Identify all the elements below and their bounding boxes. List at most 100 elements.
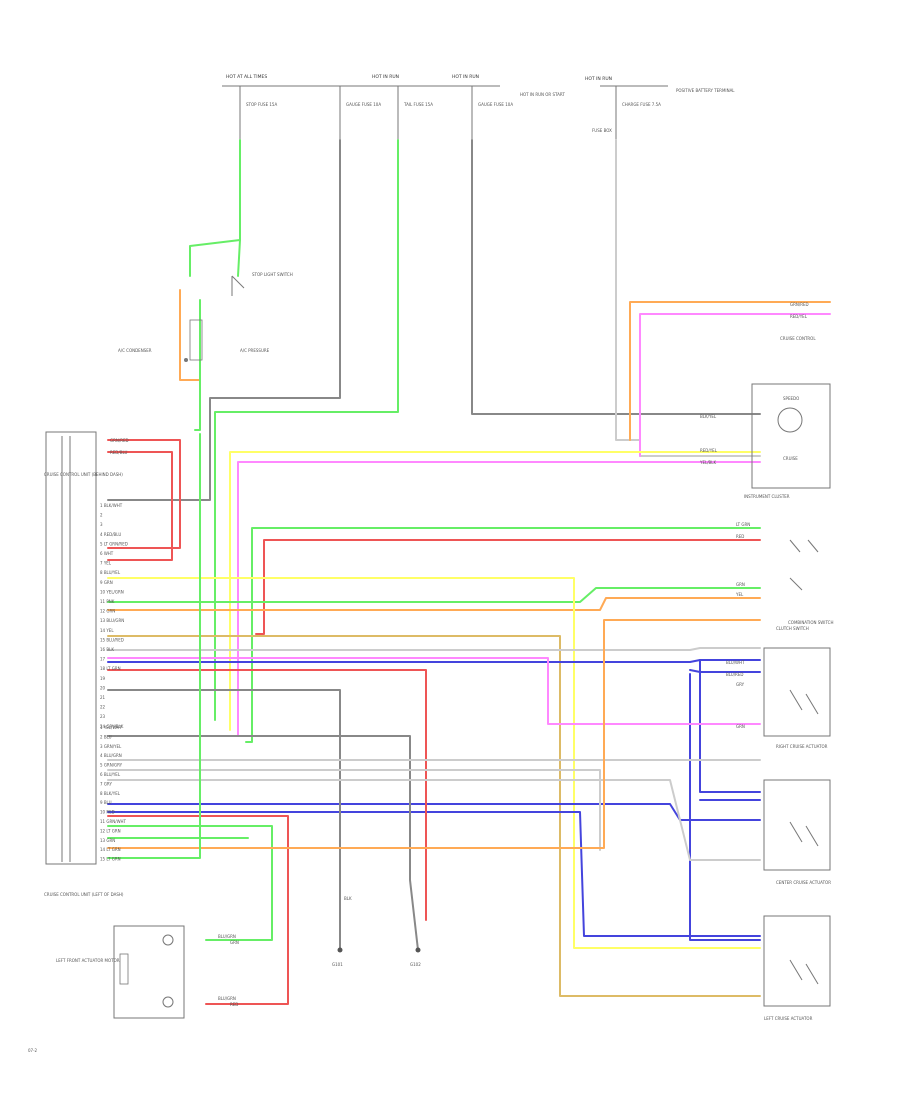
connector-pin: 14 LT GRN bbox=[100, 847, 121, 852]
cluster-label: INSTRUMENT CLUSTER bbox=[744, 494, 790, 499]
connector-pin: 12 GRN bbox=[100, 609, 115, 614]
main-unit-bottom-label: CRUISE CONTROL UNIT (LEFT OF DASH) bbox=[44, 892, 124, 897]
cluster-wire-2: RED/YEL bbox=[700, 448, 718, 453]
cruise-ctrl-label: CRUISE CONTROL bbox=[780, 336, 816, 341]
connector-pin: 8 BLK/YEL bbox=[100, 791, 121, 796]
connector-pin: 3 bbox=[100, 522, 103, 527]
combination-switch: LT GRN RED GRN YEL COMBINATION SWITCH bbox=[735, 522, 833, 625]
connector-pin: 7 GRY bbox=[100, 781, 112, 786]
pin-top-2: RED/BLU bbox=[110, 450, 128, 455]
connector-pin: 22 bbox=[100, 705, 106, 710]
connector-pin: 5 LT GRN/RED bbox=[100, 541, 128, 546]
rel-wire-d: GRN bbox=[736, 724, 745, 729]
connector-pin: 7 YEL bbox=[100, 561, 112, 566]
brake-switch-label: STOP LIGHT SWITCH bbox=[252, 272, 293, 277]
connector-pin: 12 LT GRN bbox=[100, 828, 121, 833]
fuse-c-sub: GAUGE FUSE 10A bbox=[478, 102, 513, 107]
pin-top-1: GRN/RED bbox=[110, 438, 129, 443]
relay-boxes: RIGHT CRUISE ACTUATOR CENTER CRUISE ACTU… bbox=[726, 626, 831, 1021]
connector-pin: 10 RED bbox=[100, 810, 115, 815]
connector-pin: 11 PNK bbox=[100, 599, 115, 604]
ground-2-label: G102 bbox=[410, 962, 421, 967]
connector-pin: 2 bbox=[100, 513, 103, 518]
connector-pin: 1 YEL/WHT bbox=[100, 725, 122, 730]
sw-wire-4: YEL bbox=[735, 592, 744, 597]
sw-wire-3: GRN bbox=[736, 582, 745, 587]
rel-wire-a: BLU/WHT bbox=[726, 660, 745, 665]
connector-pin: 9 BLU bbox=[100, 800, 112, 805]
sw-wire-1: LT GRN bbox=[736, 522, 750, 527]
fuses: STOP FUSE 15A GAUGE FUSE 10A TAIL FUSE 1… bbox=[239, 86, 661, 140]
connector-pin: 6 BLU/YEL bbox=[100, 772, 121, 777]
motor-wire-2: BLU/GRN bbox=[218, 996, 236, 1001]
connector-pin: 15 BLU/RED bbox=[100, 637, 124, 642]
connector-pin: 18 LT GRN bbox=[100, 666, 121, 671]
motor-wire-3: GRN bbox=[230, 940, 239, 945]
connector-pin: 1 BLK/WHT bbox=[100, 503, 123, 508]
battery-label: POSITIVE BATTERY TERMINAL bbox=[676, 88, 735, 93]
wires bbox=[107, 139, 831, 1005]
ac-cond-label: A/C CONDENSER bbox=[118, 348, 152, 353]
combo-switch-label: COMBINATION SWITCH bbox=[788, 620, 833, 625]
motor-wire-1: BLU/GRN bbox=[218, 934, 236, 939]
connector-pin: 13 GRN bbox=[100, 838, 115, 843]
fuse-e-label: HOT IN RUN bbox=[585, 76, 612, 82]
motor-wire-4: RED bbox=[230, 1002, 238, 1007]
main-unit-top-label: CRUISE CONTROL UNIT (BEHIND DASH) bbox=[44, 472, 123, 477]
relay-4-label: LEFT CRUISE ACTUATOR bbox=[764, 1016, 813, 1021]
connector-pin: 6 WHT bbox=[100, 551, 114, 556]
actuator-motor: LEFT FRONT ACTUATOR MOTOR BLU/GRN GRN BL… bbox=[56, 925, 239, 1019]
fuse-d-sub: FUSE BOX bbox=[592, 128, 612, 133]
ground-points: G101 G102 BLK bbox=[332, 896, 421, 967]
fuse-a-label: HOT AT ALL TIMES bbox=[226, 74, 267, 80]
fuse-b-sub: GAUGE FUSE 10A bbox=[346, 102, 381, 107]
cluster-top-wire-1: GRN/RED bbox=[790, 302, 809, 307]
ac-sw-label: A/C PRESSURE bbox=[240, 348, 270, 353]
fuse-b2-sub: TAIL FUSE 15A bbox=[403, 102, 433, 107]
connector-pin: 21 bbox=[100, 695, 106, 700]
connector-pin: 4 RED/BLU bbox=[100, 532, 121, 537]
rel-wire-b: BLU/RED bbox=[726, 672, 743, 677]
connector-pin: 3 GRN/YEL bbox=[100, 744, 122, 749]
fuse-a-sub: STOP FUSE 15A bbox=[246, 102, 277, 107]
relay-3-label: CENTER CRUISE ACTUATOR bbox=[776, 880, 831, 885]
sw-wire-2: RED bbox=[736, 534, 744, 539]
main-connector: GRN/RED RED/BLU CRUISE CONTROL UNIT (BEH… bbox=[44, 431, 129, 897]
connector-pin: 16 BLK bbox=[100, 647, 114, 652]
cluster-wire-1: BLK/YEL bbox=[700, 414, 717, 419]
motor-label: LEFT FRONT ACTUATOR MOTOR bbox=[56, 958, 120, 963]
connector-pin: 10 YEL/GRN bbox=[100, 589, 124, 594]
relay-2-label: RIGHT CRUISE ACTUATOR bbox=[776, 744, 828, 749]
connector-pin: 4 BLU/GRN bbox=[100, 753, 122, 758]
connector-pin: 9 GRN bbox=[100, 580, 113, 585]
power-bus: HOT AT ALL TIMES HOT IN RUN HOT IN RUN H… bbox=[222, 74, 735, 97]
connector-pin: 14 YEL bbox=[100, 628, 114, 633]
fuse-c-label: HOT IN RUN bbox=[452, 74, 479, 80]
instrument-cluster: SPEEDO CRUISE INSTRUMENT CLUSTER CRUISE … bbox=[699, 302, 831, 499]
connector-pin: 17 bbox=[100, 657, 106, 662]
page-code: 07-2 bbox=[28, 1048, 38, 1053]
connector-pin: 11 GRN/WHT bbox=[100, 819, 127, 824]
connector-pin: 24 GRY/BLK bbox=[100, 724, 124, 729]
speedo-label: SPEEDO bbox=[783, 396, 799, 401]
connector-pin: 15 LT GRN bbox=[100, 857, 121, 862]
ground-1-label: G101 bbox=[332, 962, 343, 967]
connector-pin: 13 BLU/GRN bbox=[100, 618, 124, 623]
fuse-d-label: HOT IN RUN OR START bbox=[520, 92, 565, 97]
ground-wire-label: BLK bbox=[344, 896, 352, 901]
relay-1-label: CLUTCH SWITCH bbox=[776, 626, 809, 631]
rel-wire-c: GRY bbox=[736, 682, 745, 687]
connector-pin: 20 bbox=[100, 685, 106, 690]
stop-switch: STOP LIGHT SWITCH A/C CONDENSER A/C PRES… bbox=[118, 272, 293, 362]
connector-pin: 19 bbox=[100, 676, 106, 681]
cruise-ind-label: CRUISE bbox=[783, 456, 798, 461]
connector-pin: 2 BLU bbox=[100, 734, 112, 739]
connector-pin: 23 bbox=[100, 714, 106, 719]
cluster-wire-3: YEL/BLK bbox=[699, 460, 717, 465]
fuse-e-sub: CHARGE FUSE 7.5A bbox=[622, 102, 661, 107]
cluster-top-wire-2: RED/YEL bbox=[790, 314, 808, 319]
connector-pin: 8 BLU/YEL bbox=[100, 570, 121, 575]
